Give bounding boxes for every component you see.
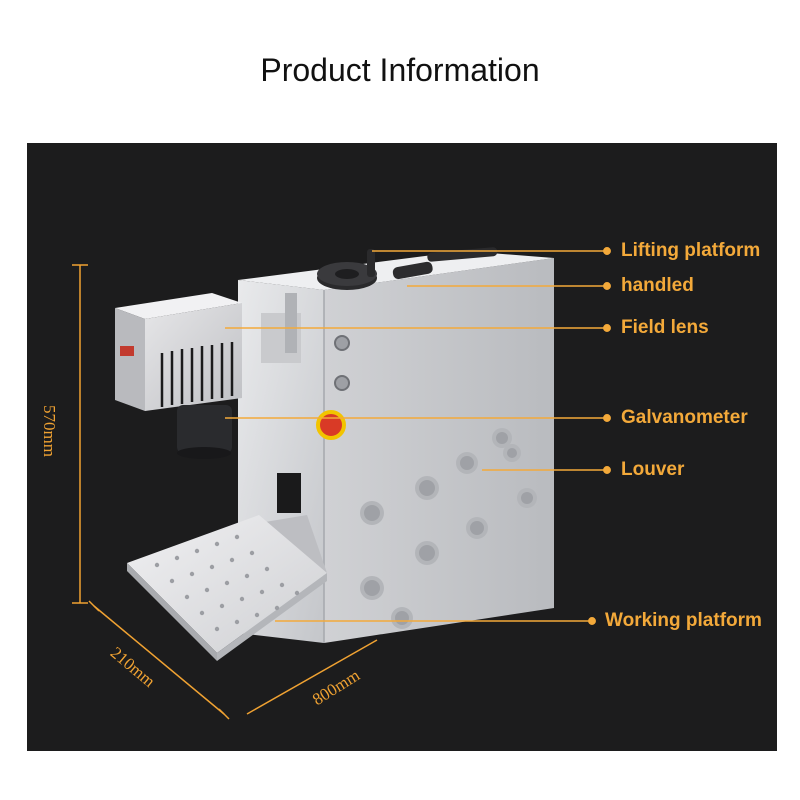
platform-holes [154,534,300,632]
laser-head-front [115,308,145,411]
callout-louver: Louver [621,459,685,480]
field-lens [177,405,232,453]
front-button-1 [334,335,350,351]
callout-lifting-platform: Lifting platform [621,240,761,261]
louver-vents [360,428,537,629]
front-slot [277,473,301,513]
cabinet-side [324,258,554,643]
dimension-height-label: 570mm [40,405,59,457]
callout-galvanometer: Galvanometer [621,407,748,428]
callout-handled: handled [621,275,694,296]
handwheel [317,249,377,290]
front-button-2 [334,375,350,391]
callout-leaders [225,247,611,625]
page-title: Product Information [260,52,540,88]
callout-field-lens: Field lens [621,317,709,338]
laser-head-side [145,303,242,411]
laser-head-top [115,293,242,319]
laser-marker-illustration [72,247,611,720]
callout-working-platform: Working platform [605,610,762,631]
laser-head-fins [160,342,234,407]
dimension-lines [72,264,378,720]
emergency-stop [316,410,346,440]
product-photo: Lifting platform handled Field lens Galv… [27,143,777,751]
